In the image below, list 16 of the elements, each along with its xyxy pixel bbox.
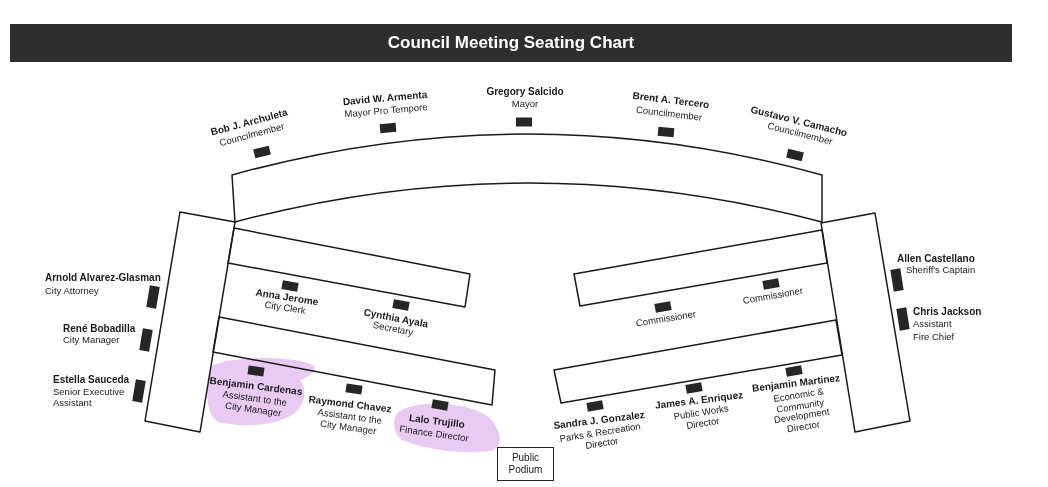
person-name: René Bobadilla [63, 322, 136, 334]
job-title: Assistant Fire Chief [913, 317, 956, 343]
person-name: Allen Castellano [897, 252, 975, 264]
person-name: Estella Sauceda [53, 373, 130, 385]
job-title: Commissioner [742, 285, 804, 307]
podium-box: Public Podium [497, 447, 554, 481]
person-name: Gregory Salcido [486, 85, 564, 97]
job-title: Sheriff's Captain [906, 264, 976, 276]
job-title: Commissioner [635, 309, 697, 329]
person-name: Chris Jackson [913, 305, 982, 317]
chart-title: Council Meeting Seating Chart [10, 24, 1012, 62]
job-title: Mayor [511, 98, 539, 110]
job-title: City Manager [63, 334, 120, 346]
job-title: City Attorney [45, 285, 99, 297]
job-title: Senior Executive Assistant [53, 386, 126, 408]
person-name: Arnold Alvarez-Glasman [45, 271, 161, 283]
